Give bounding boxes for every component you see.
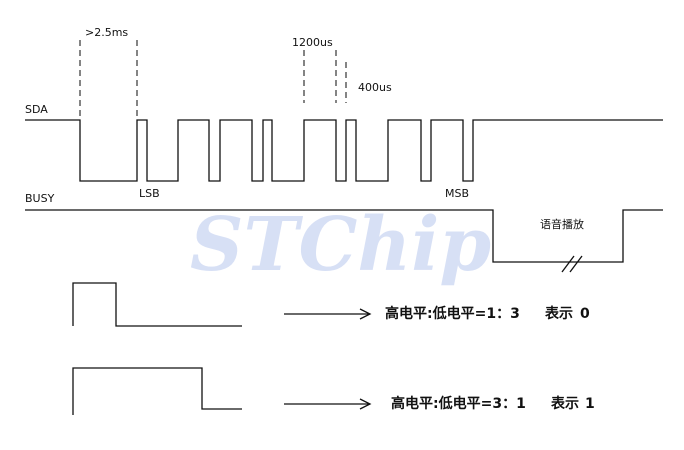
bit0-meaning-label: 表示	[544, 305, 573, 322]
busy-signal-label: BUSY	[25, 192, 55, 205]
low-time-label: 400us	[358, 81, 392, 94]
sda-signal-label: SDA	[25, 103, 48, 116]
bit0-ratio-text: 高电平:低电平=1：3	[385, 305, 520, 322]
high-time-label: 1200us	[292, 36, 333, 49]
lsb-label: LSB	[139, 187, 160, 200]
bit1-ratio-text: 高电平:低电平=3：1	[391, 395, 526, 412]
voice-playing-label: 语音播放	[540, 217, 584, 231]
sda-waveform	[25, 119, 663, 182]
bit1-arrow-head	[359, 398, 372, 410]
bit0-waveform	[72, 282, 242, 327]
bit0-arrow-head	[359, 308, 372, 320]
start-duration-label: >2.5ms	[85, 26, 128, 39]
msb-label: MSB	[445, 187, 469, 200]
busy-break-mark-left	[561, 255, 575, 273]
watermark-text: STChip	[190, 202, 491, 288]
bit1-waveform	[72, 367, 242, 415]
busy-break-mark-right	[569, 255, 583, 273]
bit0-value: 0	[580, 306, 590, 322]
bit1-value: 1	[585, 396, 595, 412]
busy-waveform	[25, 209, 663, 263]
bit1-meaning-label: 表示	[550, 395, 579, 412]
